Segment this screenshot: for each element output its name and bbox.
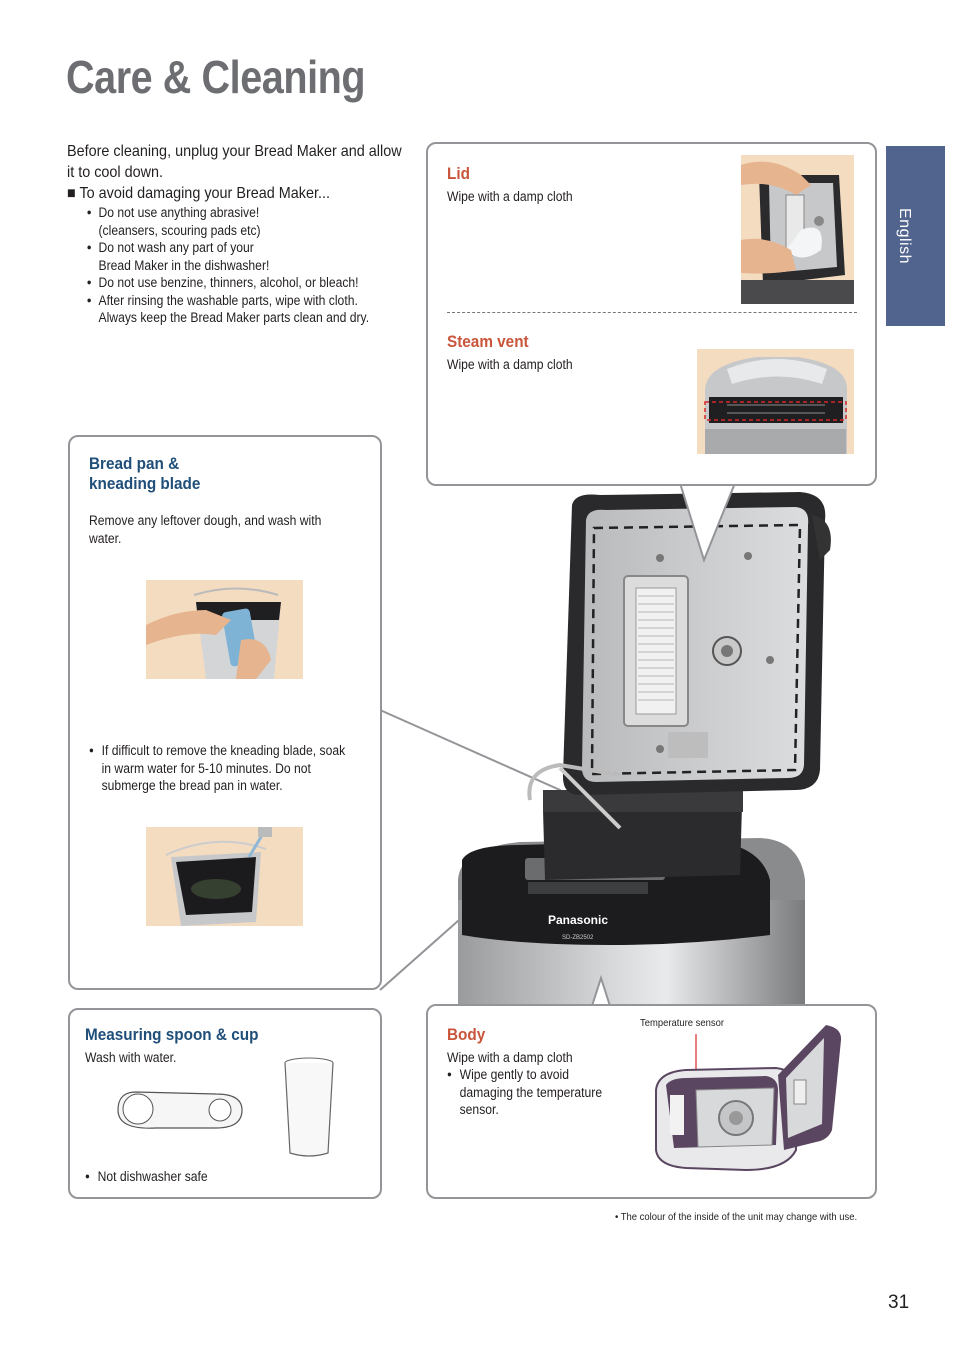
bread-pan-soaking-photo <box>146 827 303 926</box>
body-note: Wipe gently to avoid damaging the temper… <box>447 1066 645 1119</box>
section-divider <box>447 312 857 313</box>
brand-logo: Panasonic <box>548 913 608 927</box>
list-item: Do not use benzine, thinners, alcohol, o… <box>87 274 427 292</box>
steam-vent-heading: Steam vent <box>447 332 529 351</box>
bread-pan-text: Remove any leftover dough, and wash with… <box>89 512 359 547</box>
intro-subhead: ■ To avoid damaging your Bread Maker... <box>67 183 427 204</box>
list-item: (cleansers, scouring pads etc) <box>98 222 261 238</box>
lid-cleaning-photo <box>741 155 854 304</box>
measuring-heading: Measuring spoon & cup <box>85 1025 259 1044</box>
bread-pan-note-line-2: in warm water for 5-10 minutes. Do not <box>101 760 311 776</box>
footnote: • The colour of the inside of the unit m… <box>615 1211 858 1223</box>
intro-line-1: Before cleaning, unplug your Bread Maker… <box>67 143 402 160</box>
square-marker-icon: ■ <box>67 185 76 202</box>
bread-pan-washing-photo <box>146 580 303 679</box>
measuring-spoon-image <box>117 1091 243 1129</box>
steam-vent-text: Wipe with a damp cloth <box>447 357 573 372</box>
model-label: SD-ZB2502 <box>562 935 594 941</box>
bread-pan-heading-line-2: kneading blade <box>89 474 201 493</box>
steam-vent-photo <box>697 349 854 454</box>
body-note-line-3: sensor. <box>459 1102 499 1117</box>
list-item: After rinsing the washable parts, wipe w… <box>87 292 427 310</box>
list-item: Do not use anything abrasive! <box>87 204 427 222</box>
body-heading: Body <box>447 1025 486 1044</box>
bread-pan-note-line-1: If difficult to remove the kneading blad… <box>89 742 368 760</box>
body-text: Wipe with a damp cloth <box>447 1050 573 1065</box>
list-item: Do not wash any part of your <box>87 239 427 257</box>
lid-text: Wipe with a damp cloth <box>447 189 573 204</box>
measuring-text: Wash with water. <box>85 1050 177 1065</box>
lid-heading: Lid <box>447 164 470 183</box>
measuring-cup-image <box>284 1057 334 1157</box>
bread-pan-note-line-3: submerge the bread pan in water. <box>101 778 283 793</box>
body-note-line-2: damaging the temperature <box>459 1084 603 1100</box>
body-box: Body Wipe with a damp cloth Wipe gently … <box>426 1004 877 1199</box>
page-title: Care & Cleaning <box>66 51 366 103</box>
language-tab-label: English <box>896 208 913 264</box>
measuring-note: Not dishwasher safe <box>85 1168 265 1186</box>
list-item: Bread Maker in the dishwasher! <box>98 257 270 273</box>
body-note-line-1: Wipe gently to avoid <box>447 1066 645 1084</box>
intro-list: Do not use anything abrasive! (cleansers… <box>87 204 427 327</box>
temperature-sensor-label: Temperature sensor <box>640 1017 725 1029</box>
intro-line-2: it to cool down. <box>67 164 164 181</box>
bread-pan-text-line-1: Remove any leftover dough, and wash with <box>89 513 322 528</box>
body-interior-image <box>655 1025 842 1172</box>
bread-pan-text-line-2: water. <box>89 530 122 546</box>
intro-section: Before cleaning, unplug your Bread Maker… <box>67 141 427 327</box>
measuring-box: Measuring spoon & cup Wash with water. N… <box>68 1008 382 1199</box>
intro-subhead-text: To avoid damaging your Bread Maker... <box>79 185 330 202</box>
list-item: Always keep the Bread Maker parts clean … <box>98 310 370 325</box>
bread-pan-note: If difficult to remove the kneading blad… <box>89 742 368 795</box>
bread-pan-heading-line-1: Bread pan & <box>89 454 180 473</box>
bread-pan-heading: Bread pan & kneading blade <box>89 454 200 494</box>
language-tab: English <box>886 146 945 326</box>
page-number: 31 <box>888 1292 910 1313</box>
